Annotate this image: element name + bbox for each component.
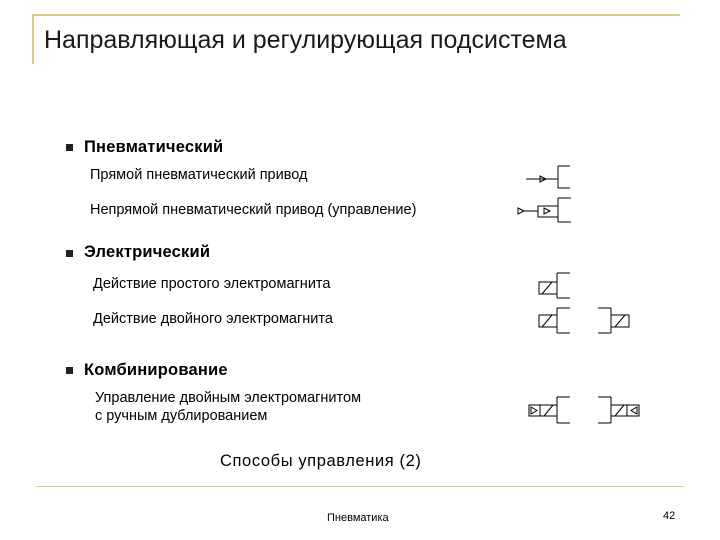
footer-subject: Пневматика (327, 512, 389, 524)
item-combination-line1: Управление двойным электромагнитом (95, 390, 362, 406)
item-single-solenoid: Действие простого электромагнита (93, 276, 331, 292)
item-direct-pneumatic: Прямой пневматический привод (90, 167, 308, 183)
bullet-icon (66, 367, 73, 374)
bullet-icon (66, 250, 73, 257)
slide-title: Направляющая и регулирующая подсистема (44, 26, 567, 54)
section-heading-pneumatic: Пневматический (84, 138, 224, 156)
item-double-solenoid: Действие двойного электромагнита (93, 311, 333, 327)
slide-caption: Способы управления (2) (220, 452, 422, 470)
bullet-icon (66, 144, 73, 151)
direct-pneumatic-actuation-icon (526, 165, 570, 189)
section-heading-combination: Комбинирование (84, 361, 228, 379)
page-number: 42 (663, 510, 676, 522)
item-combination-line2: с ручным дублированием (95, 408, 268, 424)
footer-divider (36, 486, 684, 487)
single-solenoid-icon (538, 272, 570, 299)
title-frame-left (32, 14, 34, 64)
title-frame-top (32, 14, 680, 16)
double-solenoid-manual-override-icon (528, 396, 640, 424)
indirect-pneumatic-actuation-icon (517, 197, 571, 223)
double-solenoid-icon (538, 307, 630, 334)
section-heading-electric: Электрический (84, 243, 211, 261)
item-indirect-pneumatic: Непрямой пневматический привод (управлен… (90, 202, 417, 218)
